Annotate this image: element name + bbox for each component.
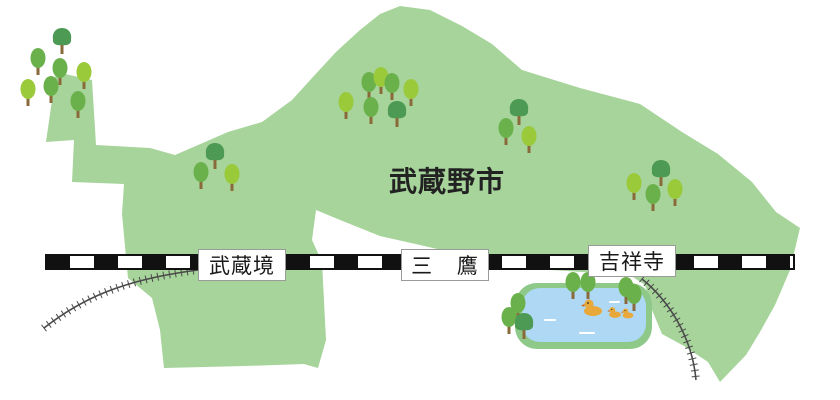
duck-icon bbox=[607, 307, 621, 318]
track-tie bbox=[643, 279, 650, 287]
tree-icon bbox=[403, 79, 419, 106]
branch-tracks bbox=[41, 266, 700, 381]
tree-icon bbox=[363, 97, 379, 124]
track-tie bbox=[680, 334, 689, 339]
track-tie bbox=[688, 357, 697, 361]
rail-segment bbox=[46, 256, 70, 268]
tree-icon bbox=[76, 62, 92, 89]
track-tie bbox=[168, 270, 171, 279]
tree-icon bbox=[52, 58, 68, 85]
track-tie bbox=[669, 312, 678, 318]
track-tie bbox=[138, 276, 142, 285]
tree-icon bbox=[626, 173, 642, 200]
tree-icon bbox=[565, 272, 581, 299]
tree-icon bbox=[498, 118, 514, 145]
track-tie bbox=[150, 273, 154, 282]
tree-icon bbox=[20, 79, 36, 106]
tree-icon bbox=[510, 293, 526, 320]
track-tie bbox=[686, 351, 695, 355]
tree-icon bbox=[645, 184, 661, 211]
track-tie bbox=[651, 288, 659, 295]
tree-icon bbox=[205, 143, 225, 169]
tree-icon bbox=[224, 164, 240, 191]
tree-icon bbox=[521, 126, 537, 153]
rail-segment bbox=[766, 256, 790, 268]
track-tie bbox=[647, 283, 655, 291]
track-tie bbox=[92, 292, 98, 301]
branch-track-west bbox=[43, 269, 199, 329]
tree-icon bbox=[626, 284, 642, 311]
rail-segment bbox=[382, 256, 406, 268]
tree-icon bbox=[514, 313, 534, 339]
track-tie bbox=[689, 363, 698, 366]
tree-icon bbox=[52, 28, 72, 54]
tree-icon bbox=[43, 76, 59, 103]
track-tie bbox=[666, 307, 674, 313]
tree-icon bbox=[361, 72, 377, 99]
tree-icon bbox=[70, 91, 86, 118]
track-tie bbox=[162, 271, 165, 280]
track-tie bbox=[87, 295, 92, 304]
track-tie bbox=[678, 328, 687, 333]
tree-icon bbox=[384, 73, 400, 100]
duck-icon bbox=[581, 299, 602, 316]
track-tie bbox=[55, 313, 62, 321]
tree-icon bbox=[667, 179, 683, 206]
rail-segment bbox=[670, 256, 694, 268]
track-tie bbox=[663, 302, 671, 308]
track-tie bbox=[45, 320, 52, 328]
rail-segment bbox=[334, 256, 358, 268]
ducks bbox=[581, 299, 634, 319]
track-tie bbox=[104, 288, 108, 296]
track-tie bbox=[41, 324, 47, 332]
rail-segment bbox=[142, 256, 166, 268]
track-tie bbox=[98, 290, 103, 299]
track-tie bbox=[60, 310, 67, 318]
track-tie bbox=[81, 298, 87, 306]
tree-icon bbox=[387, 101, 407, 127]
track-tie bbox=[174, 269, 177, 278]
city-area bbox=[46, 6, 800, 382]
track-tie bbox=[144, 275, 148, 284]
track-tie bbox=[156, 272, 160, 281]
tree-icon bbox=[509, 99, 529, 125]
tree-icon bbox=[338, 92, 354, 119]
tree-icon bbox=[651, 160, 671, 186]
trees bbox=[20, 28, 683, 339]
track-tie bbox=[109, 285, 114, 294]
station-musashisakai[interactable]: 武蔵境 bbox=[198, 249, 286, 281]
track-tie bbox=[132, 278, 137, 287]
duck-icon bbox=[620, 308, 634, 319]
track-tie bbox=[673, 317, 681, 323]
tree-icon bbox=[580, 272, 596, 299]
track-tie bbox=[50, 317, 57, 325]
station-kichijoji[interactable]: 吉祥寺 bbox=[588, 245, 676, 277]
track-tie bbox=[127, 280, 131, 289]
track-tie bbox=[121, 281, 125, 290]
tree-icon bbox=[30, 48, 46, 75]
rail-segment bbox=[718, 256, 742, 268]
track-tie bbox=[685, 345, 694, 349]
tree-icon bbox=[193, 162, 209, 189]
track-tie bbox=[655, 292, 663, 299]
branch-track-east bbox=[641, 278, 697, 381]
rail-segment bbox=[286, 256, 310, 268]
track-tie bbox=[690, 369, 699, 372]
tree-icon bbox=[501, 307, 517, 334]
city-name-label: 武蔵野市 bbox=[388, 165, 505, 198]
track-tie bbox=[675, 322, 684, 328]
track-tie bbox=[76, 300, 82, 309]
track-tie bbox=[691, 375, 700, 378]
track-tie bbox=[66, 307, 72, 315]
track-tie bbox=[115, 283, 120, 292]
pond-icon bbox=[515, 283, 652, 349]
track-tie bbox=[683, 339, 691, 344]
station-mitaka[interactable]: 三 鷹 bbox=[401, 249, 489, 281]
track-tie bbox=[71, 303, 77, 312]
track-tie bbox=[659, 297, 667, 304]
rail-segment bbox=[94, 256, 118, 268]
rail-segment bbox=[526, 256, 550, 268]
